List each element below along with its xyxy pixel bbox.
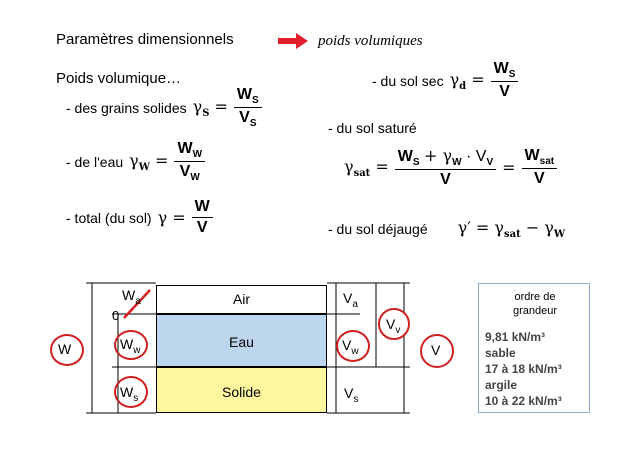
phase-label-solide: Solide (222, 384, 261, 400)
page-subtitle: poids volumiques (318, 33, 423, 49)
highlight-circle (378, 308, 410, 340)
label-va: Va (343, 290, 358, 310)
formula-eau: - de l'eau γW = WW VW (66, 140, 206, 183)
order-title: ordre de grandeur (512, 291, 558, 317)
formula-grains: - des grains solides γS = WS VS (66, 86, 262, 129)
formula-label: - de l'eau (66, 153, 124, 170)
label-w: W (58, 341, 72, 357)
formula-label: - du sol sec (372, 72, 444, 89)
highlight-circle (336, 330, 370, 362)
gamma-symbol: γS = (192, 96, 228, 119)
label-vv: Vv (386, 316, 401, 336)
formula-total: - total (du sol) γ = W V (66, 198, 213, 237)
formula-sature-label: - du sol saturé (328, 120, 417, 136)
order-line: 17 à 18 kN/m³ (485, 362, 562, 376)
label-v: V (431, 342, 441, 358)
order-line: argile (485, 378, 518, 392)
phase-solide (156, 367, 327, 413)
order-line: 9,81 kN/m³ (485, 330, 546, 344)
section-title: Poids volumique… (56, 70, 182, 87)
label-wa: Wa (122, 287, 141, 307)
label-ww: Ww (120, 336, 141, 356)
gamma-symbol: γW = (129, 150, 169, 173)
highlight-circle (50, 334, 84, 366)
phase-air (156, 285, 327, 314)
gamma-symbol: γd = (449, 69, 485, 92)
gamma-symbol: γ = (157, 208, 186, 227)
formula-label: - du sol déjaugé (328, 221, 428, 238)
fraction: WW VW (174, 140, 206, 183)
order-of-magnitude-box: ordre de grandeur 9,81 kN/m³ sable 17 à … (478, 283, 590, 413)
formula-sec: - du sol sec γd = WS V (372, 60, 519, 101)
highlight-circle (114, 376, 148, 408)
gamma-symbol: γsat = (344, 156, 389, 179)
formula-sature: γsat = WS + γW · VV V = Wsat V (344, 146, 558, 189)
label-zero: 0 (112, 308, 120, 323)
fraction: WS VS (233, 86, 262, 129)
formula-dejauge: - du sol déjaugé γ′ = γsat − γW (328, 218, 565, 240)
fraction: W V (191, 198, 213, 237)
formula-label: - total (du sol) (66, 209, 152, 226)
label-vw: Vw (342, 337, 359, 357)
label-ws: Ws (120, 384, 139, 404)
phase-label-eau: Eau (229, 334, 254, 350)
order-line: 10 à 22 kN/m³ (485, 394, 562, 408)
order-line: sable (485, 346, 516, 360)
highlight-circle (420, 334, 454, 368)
fraction: WS V (490, 60, 519, 101)
fraction: Wsat V (521, 147, 558, 188)
phase-label-air: Air (232, 291, 251, 307)
label-vs: Vs (344, 385, 359, 405)
gamma-symbol: γ′ = γsat − γW (457, 218, 566, 241)
highlight-circle (114, 330, 148, 360)
fraction: WS + γW · VV V (394, 146, 497, 189)
formula-label: - des grains solides (66, 99, 187, 116)
phase-eau (156, 314, 327, 367)
page-title: Paramètres dimensionnels (56, 31, 234, 48)
right-arrow-icon (278, 33, 308, 49)
